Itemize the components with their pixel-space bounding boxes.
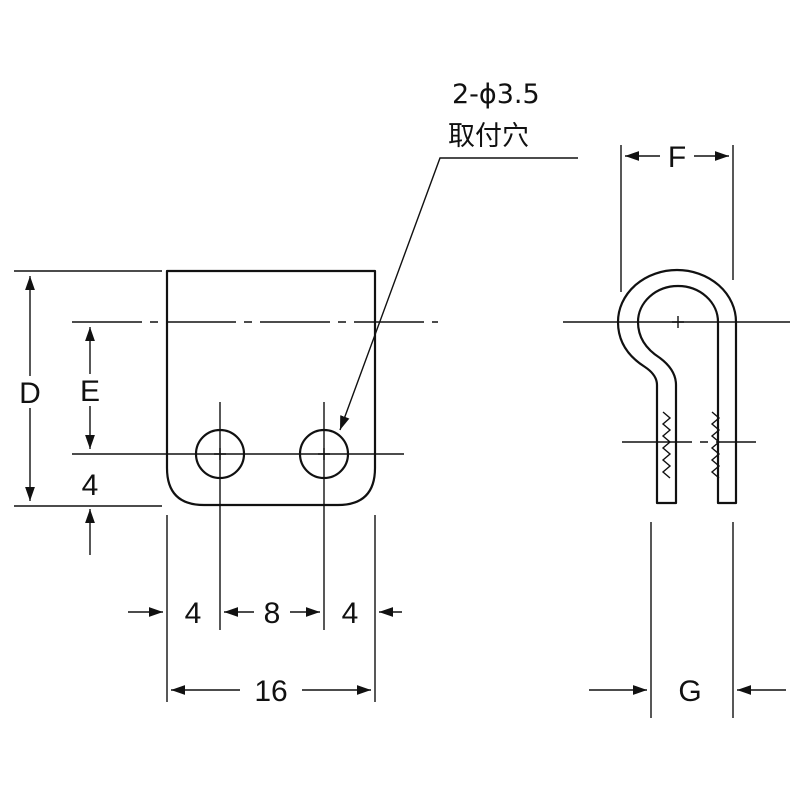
dim-f-label: F <box>668 141 686 174</box>
dim-d-label: D <box>19 377 41 410</box>
dim-overall-width-label: 16 <box>254 675 287 708</box>
dim-g-label: G <box>678 675 701 708</box>
hole-leader-line <box>339 157 578 431</box>
dim-e-label: E <box>80 375 100 408</box>
dim-left-margin-label: 4 <box>185 597 202 630</box>
serration-right <box>710 411 721 479</box>
dim-pitch-label: 8 <box>264 597 281 630</box>
hole-note-size: 2-ϕ3.5 <box>452 79 540 110</box>
plate-outline <box>165 269 377 507</box>
serration-left <box>661 411 672 479</box>
side-bend-center-mark <box>672 316 684 328</box>
side-outer-contour <box>616 268 738 505</box>
dim-right-margin-label: 4 <box>342 597 359 630</box>
front-view: D E 4 4 8 4 16 2-ϕ3.5 取付穴 <box>14 79 578 708</box>
side-view: F G <box>563 140 790 718</box>
dim-bottom-margin-label: 4 <box>82 469 99 502</box>
hole-note-purpose: 取付穴 <box>448 121 529 152</box>
